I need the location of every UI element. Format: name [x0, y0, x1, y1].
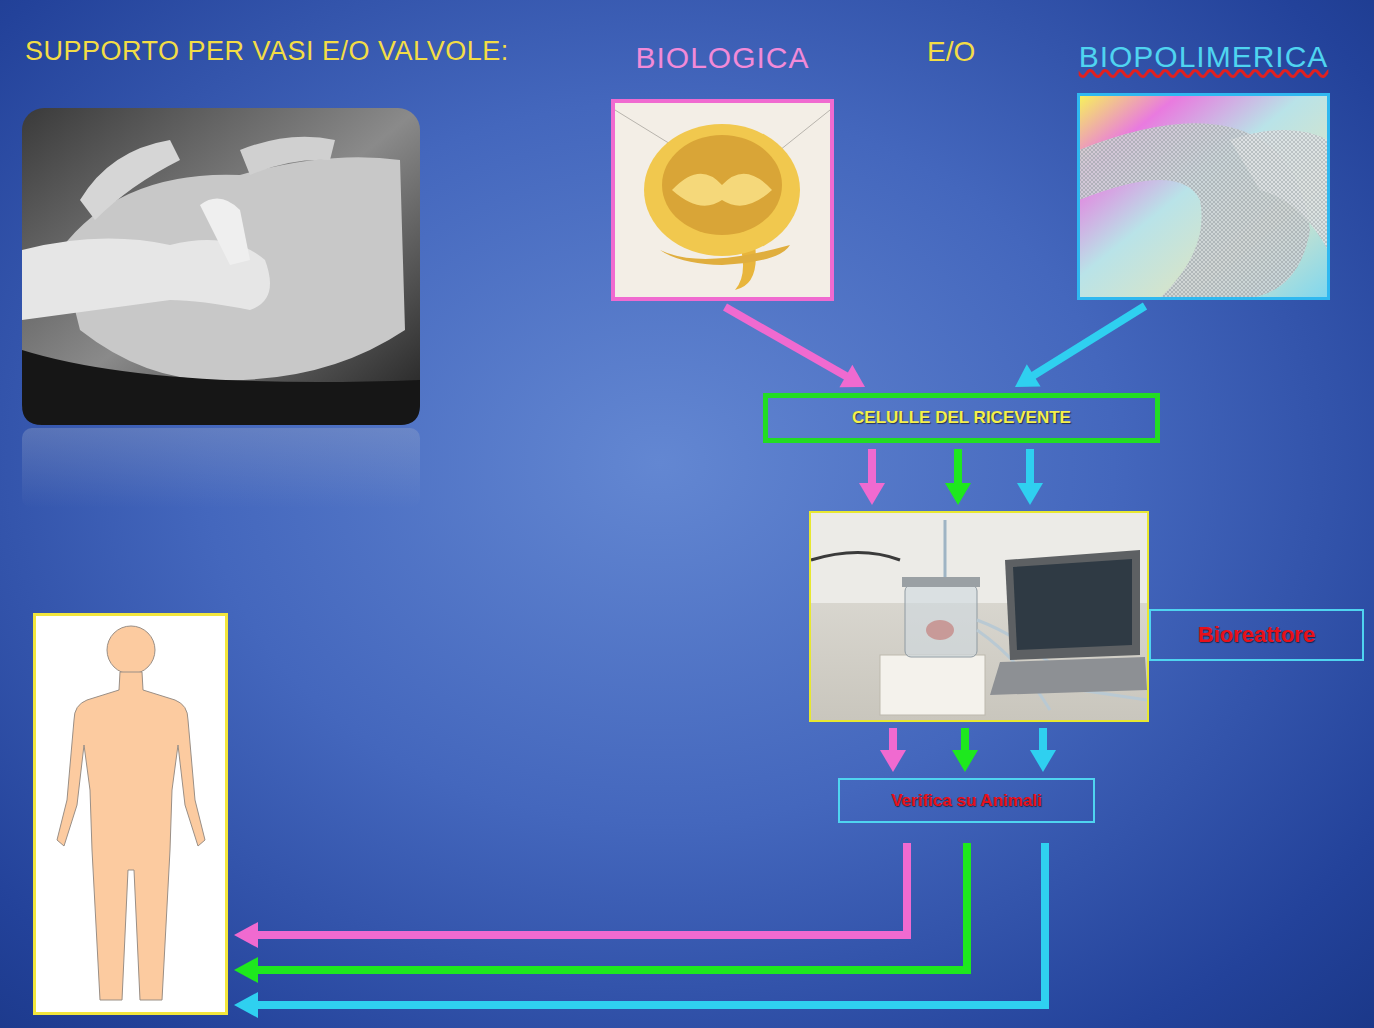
title: SUPPORTO PER VASI E/O VALVOLE:	[25, 36, 509, 67]
arrow-shaft	[725, 307, 848, 377]
arrow-shaft	[961, 728, 969, 752]
flow-arrow	[859, 449, 885, 505]
arrow-shaft	[1026, 449, 1034, 485]
arrow-head	[952, 750, 978, 772]
connector-word: E/O	[927, 36, 975, 68]
human-figure	[35, 615, 227, 1014]
biopolymer-scaffold: BIOPOLIMERICA	[1077, 93, 1330, 300]
bioreactor-photo	[811, 513, 1147, 720]
valve-photo	[613, 101, 832, 299]
arrow-head	[839, 365, 865, 388]
arrow-head	[1017, 483, 1043, 505]
box-text: Bioreattore	[1198, 622, 1315, 648]
arrow-head	[945, 483, 971, 505]
flow-arrow	[1015, 306, 1145, 387]
bioreactor-label-box: Bioreattore	[1149, 609, 1364, 661]
biological-scaffold: BIOLOGICA	[611, 99, 834, 301]
arrow-head	[859, 483, 885, 505]
recipient-cells-box: CELULLE DEL RICEVENTE	[763, 393, 1160, 443]
scaffold-heading: BIOLOGICA	[635, 41, 809, 75]
box-text: CELULLE DEL RICEVENTE	[852, 408, 1071, 428]
flow-arrow	[1017, 449, 1043, 505]
arrow-shaft	[954, 449, 962, 485]
animal-testing-box: Verifica su Animali	[838, 778, 1095, 823]
arrow-shaft	[1032, 306, 1145, 376]
flow-arrow	[880, 728, 906, 772]
arrow-head	[1015, 364, 1041, 387]
scaffold-heading: BIOPOLIMERICA	[1079, 40, 1329, 74]
box-text: Verifica su Animali	[891, 791, 1042, 811]
flow-arrow	[945, 449, 971, 505]
return-arrows	[234, 843, 1045, 1018]
arrow-shaft	[868, 449, 876, 485]
arrow-head	[880, 750, 906, 772]
flow-arrow	[725, 307, 865, 387]
biopolymer-photo	[1079, 95, 1328, 298]
arrow-shaft	[1039, 728, 1047, 752]
arrow-shaft	[889, 728, 897, 752]
arrow-head	[1030, 750, 1056, 772]
baby-hand-photo	[22, 108, 420, 508]
flow-arrow	[1030, 728, 1056, 772]
bioreactor: Bioreattore	[809, 511, 1149, 722]
flow-arrow	[952, 728, 978, 772]
